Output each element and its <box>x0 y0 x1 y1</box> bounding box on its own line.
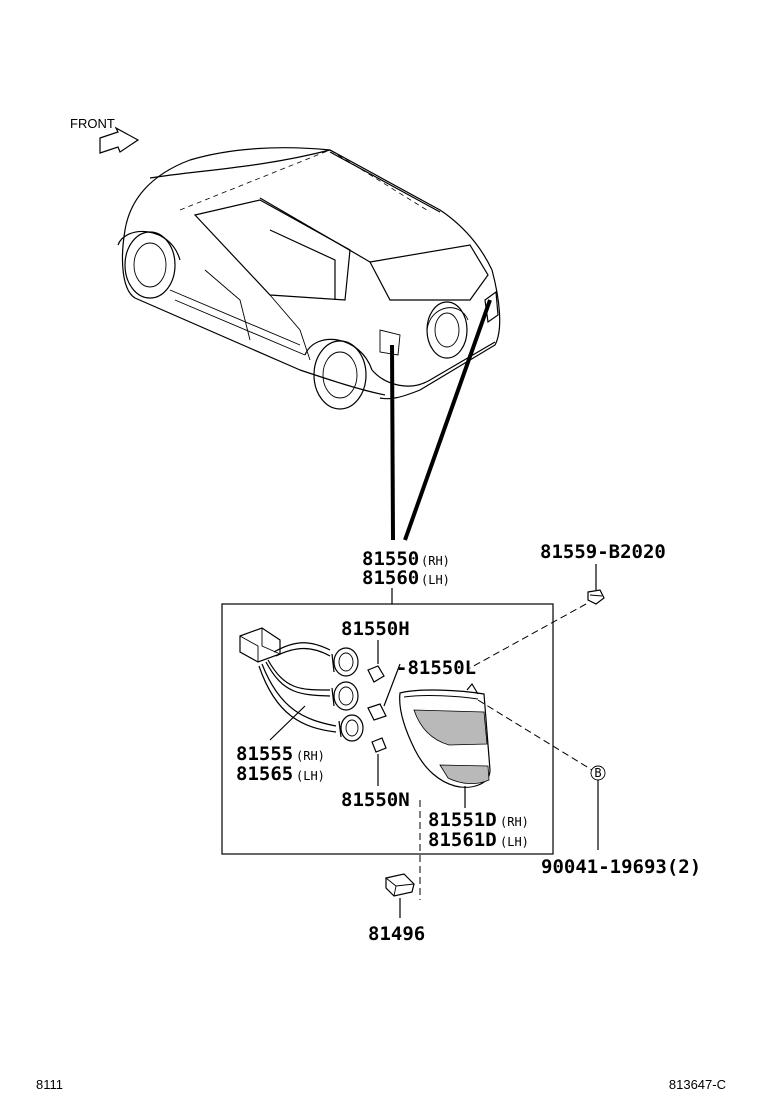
wire-harness-icon <box>239 627 337 733</box>
bulb-socket-middle-icon <box>331 681 359 711</box>
socket-leader <box>269 705 306 741</box>
vehicle-illustration <box>117 147 501 410</box>
part-number-81496: 81496 <box>368 923 425 945</box>
part-number-81560: 81560 <box>362 567 419 589</box>
part-number-81559-b2020: 81559-B2020 <box>540 541 666 563</box>
footer-right-code: 813647-C <box>669 1077 726 1092</box>
part-number-81550l: -81550L <box>396 657 476 679</box>
bulb-socket-upper-icon <box>331 647 359 677</box>
screw-dashed-guide <box>469 603 587 669</box>
part-number-81555: 81555 <box>236 743 293 765</box>
part-number-81565: 81565 <box>236 763 293 785</box>
part-number-81550n: 81550N <box>341 789 410 811</box>
callout-b-label: B <box>594 766 601 780</box>
bulb-n-icon <box>371 737 387 753</box>
footer-left-code: 8111 <box>36 1077 63 1092</box>
bulb-h-icon <box>367 665 385 683</box>
bulb-l-leader <box>383 663 401 707</box>
part-side-lh: (LH) <box>421 573 450 587</box>
socket-side-lh: (LH) <box>296 769 325 783</box>
part-number-81550: 81550 <box>362 548 419 570</box>
assembly-box <box>221 603 554 855</box>
part-number-81551d: 81551D <box>428 809 497 831</box>
leader-line-left <box>390 344 395 541</box>
part-side-rh: (RH) <box>421 554 450 568</box>
lens-dashed-guide <box>477 699 593 771</box>
bulb-socket-lower-icon <box>338 714 364 742</box>
front-label: FRONT <box>70 116 115 131</box>
screw-icon <box>587 589 605 605</box>
tail-lamp-lens-icon <box>399 682 491 788</box>
bulb-l-icon <box>367 703 387 721</box>
lens-side-lh: (LH) <box>500 835 529 849</box>
front-arrow-icon <box>99 126 140 154</box>
part-number-90041-19693: 90041-19693(2) <box>541 856 701 878</box>
part-number-81561d: 81561D <box>428 829 497 851</box>
lens-side-rh: (RH) <box>500 815 529 829</box>
clip-icon <box>385 873 415 897</box>
leader-line-right <box>403 299 492 541</box>
socket-side-rh: (RH) <box>296 749 325 763</box>
part-number-81550h: 81550H <box>341 618 410 640</box>
